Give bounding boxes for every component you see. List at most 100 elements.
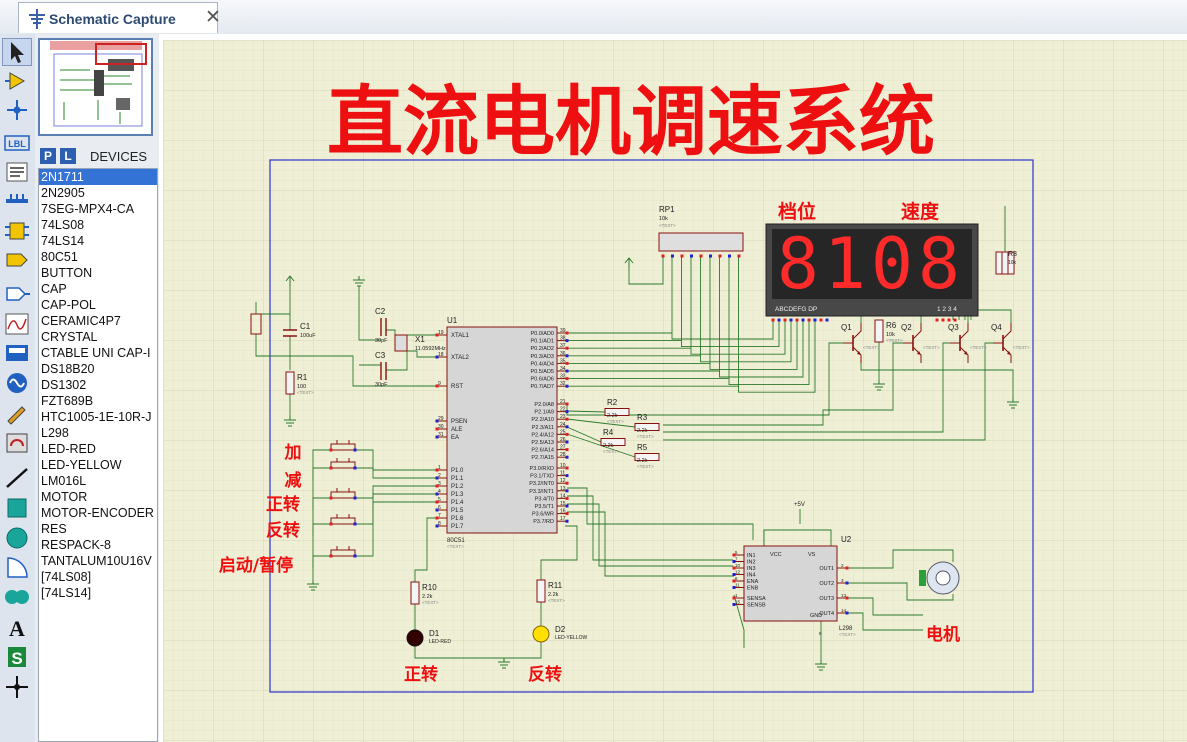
mcu-pin-name: P3.4/T0	[535, 496, 554, 502]
terminal-icon	[6, 253, 28, 267]
graph-tool[interactable]	[3, 311, 31, 337]
resistor-R3[interactable]	[634, 423, 660, 431]
pullup-resistor[interactable]	[1007, 251, 1015, 275]
device-item[interactable]: BUTTON	[41, 266, 93, 280]
virtual-instrument-tool[interactable]	[3, 430, 31, 456]
device-item[interactable]: MOTOR	[41, 490, 88, 504]
library-manager-button[interactable]: L	[60, 148, 76, 164]
tape-recorder-tool[interactable]	[3, 340, 31, 366]
resistor-R2[interactable]	[604, 408, 630, 416]
tab-schematic-capture[interactable]: Schematic Capture ✕	[18, 2, 221, 33]
capacitor-C3[interactable]	[380, 362, 387, 380]
path-tool[interactable]	[3, 584, 31, 610]
push-button[interactable]	[330, 443, 356, 451]
marker-tool[interactable]	[3, 674, 31, 700]
pin-marker	[845, 566, 849, 570]
text-tool[interactable]: A	[3, 614, 31, 641]
device-item[interactable]: LM016L	[41, 474, 87, 488]
pin-marker	[435, 355, 439, 359]
device-item[interactable]: RESPACK-8	[41, 538, 111, 552]
pick-devices-button[interactable]: P	[40, 148, 56, 164]
mcu-pin-number: 26	[560, 437, 566, 443]
crystal-x1[interactable]	[394, 334, 408, 352]
led-red-d1[interactable]	[406, 629, 424, 647]
arc-tool[interactable]	[3, 555, 31, 581]
device-item[interactable]: L298	[41, 426, 69, 440]
bus-tool[interactable]	[3, 188, 31, 214]
device-item[interactable]: DS1302	[41, 378, 87, 392]
text-script-tool[interactable]	[3, 159, 31, 185]
resistor-R4[interactable]	[600, 438, 626, 446]
mcu-pin-number: 32	[560, 381, 566, 387]
box-tool[interactable]	[3, 495, 31, 521]
wire	[733, 594, 745, 648]
symbol-tool[interactable]: S	[3, 644, 31, 670]
voltage-probe-tool[interactable]	[3, 400, 31, 426]
push-button[interactable]	[330, 491, 356, 499]
device-item[interactable]: [74LS08]	[41, 570, 92, 584]
placeholder-text: <TEXT>	[603, 449, 620, 454]
device-item[interactable]: 7SEG-MPX4-CA	[41, 202, 135, 216]
device-item[interactable]: [74LS14]	[41, 586, 92, 600]
power-terminal	[285, 275, 295, 286]
reset-button[interactable]	[250, 313, 262, 335]
device-item[interactable]: MOTOR-ENCODER	[41, 506, 154, 520]
line-tool[interactable]	[3, 465, 31, 491]
overview-window[interactable]	[38, 38, 153, 136]
device-item[interactable]: FZT689B	[41, 394, 94, 408]
device-item[interactable]: CTABLE UNI CAP-I	[41, 346, 151, 360]
resistor-pack-rp1[interactable]	[658, 232, 744, 252]
mcu-pin-name: P1.2	[451, 484, 464, 490]
resistor-R5[interactable]	[634, 453, 660, 461]
motor-driver-l298[interactable]	[743, 545, 838, 622]
subcircuit-tool[interactable]	[3, 218, 31, 244]
resistor-R1[interactable]	[285, 371, 295, 395]
device-item[interactable]: TANTALUM10U16V	[41, 554, 152, 568]
device-item[interactable]: CAP-POL	[41, 298, 96, 312]
pullup-resistor[interactable]	[995, 251, 1003, 275]
capacitor-C2[interactable]	[380, 318, 387, 336]
text-script-icon	[6, 162, 28, 182]
device-item[interactable]: CRYSTAL	[41, 330, 98, 344]
pin-marker	[789, 318, 793, 322]
junction-dot-icon	[7, 100, 27, 120]
device-pin-tool[interactable]	[3, 281, 31, 307]
device-item[interactable]: HTC1005-1E-10R-J	[41, 410, 152, 424]
pin-marker	[732, 579, 736, 583]
wire-label-tool[interactable]: LBL	[3, 130, 31, 156]
push-button[interactable]	[330, 549, 356, 557]
capacitor-C1[interactable]	[283, 329, 297, 337]
pin-marker	[329, 466, 333, 470]
wires	[255, 206, 1014, 660]
junction-dot-tool[interactable]	[3, 97, 31, 123]
terminal-tool[interactable]	[3, 247, 31, 273]
device-item[interactable]: 80C51	[41, 250, 78, 264]
mcu-pin-number: 29	[438, 416, 444, 422]
device-item[interactable]: DS18B20	[41, 362, 95, 376]
wire	[567, 495, 733, 561]
circle-tool[interactable]	[3, 525, 31, 551]
device-item[interactable]: RES	[41, 522, 67, 536]
device-item[interactable]: LED-RED	[41, 442, 96, 456]
generator-tool[interactable]	[3, 370, 31, 396]
close-tab-icon[interactable]: ✕	[205, 7, 221, 28]
device-item[interactable]: 2N2905	[41, 186, 85, 200]
component-mode-tool[interactable]	[3, 68, 31, 94]
device-item[interactable]: CAP	[41, 282, 67, 296]
device-item[interactable]: 74LS14	[41, 234, 85, 248]
push-button[interactable]	[330, 517, 356, 525]
device-item[interactable]: 2N1711	[39, 169, 157, 185]
pin-marker	[732, 596, 736, 600]
resistor-R6[interactable]	[874, 319, 884, 343]
selection-arrow-tool[interactable]	[2, 38, 32, 66]
device-item[interactable]: CERAMIC4P7	[41, 314, 121, 328]
led-yellow-d2[interactable]	[532, 625, 550, 643]
device-item[interactable]: LED-YELLOW	[41, 458, 122, 472]
push-button[interactable]	[330, 461, 356, 469]
device-item[interactable]: 74LS08	[41, 218, 85, 232]
mcu-80c51[interactable]	[446, 326, 558, 534]
resistor-R11[interactable]	[536, 579, 546, 603]
resistor-R10[interactable]	[410, 581, 420, 605]
